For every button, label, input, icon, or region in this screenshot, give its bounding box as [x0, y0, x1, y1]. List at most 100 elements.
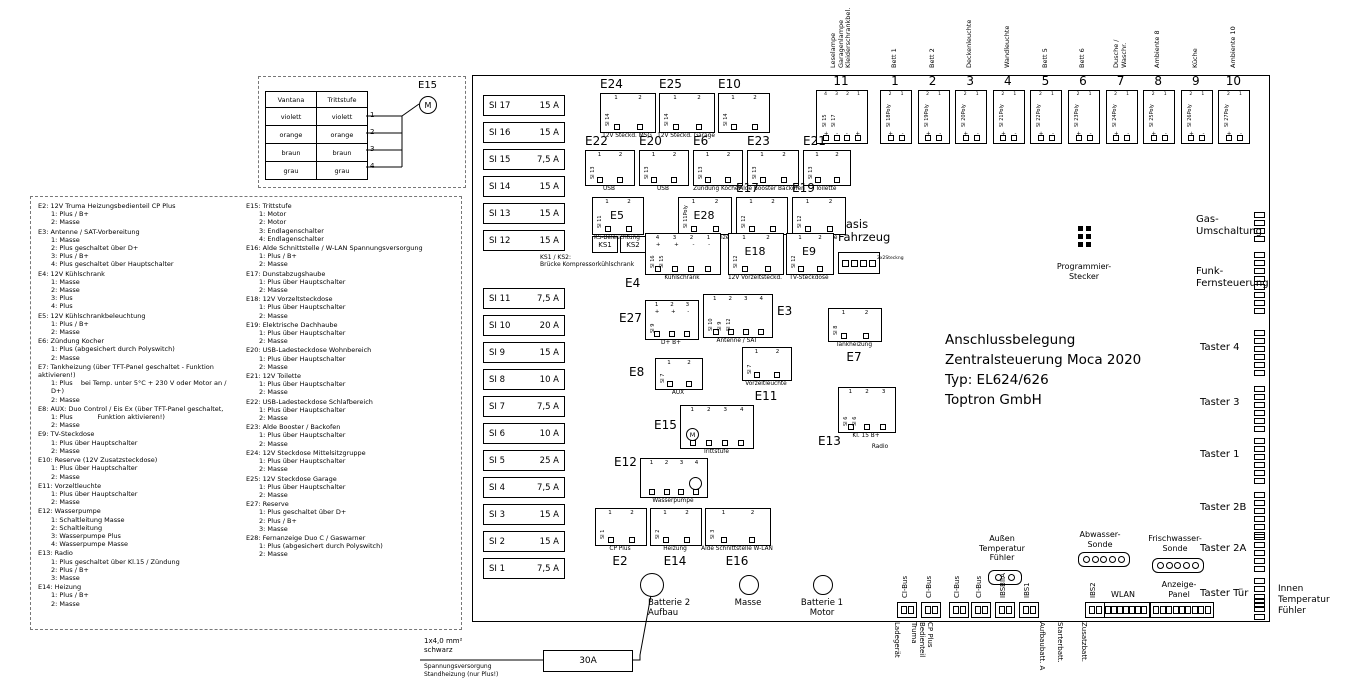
connector-label: E3 — [777, 304, 793, 318]
basis-connector — [838, 252, 880, 274]
terminal — [774, 372, 780, 378]
terminal-row — [833, 333, 877, 339]
polarity-mark: - — [687, 309, 690, 315]
terminal-row — [590, 177, 630, 183]
legend-pin-line: 4: Plus — [51, 302, 73, 311]
legend-pin-line: 2: Masse — [259, 439, 288, 448]
terminal — [841, 333, 847, 339]
lamp-output-number: 2 — [928, 74, 937, 88]
pin-number: 2 — [1151, 92, 1155, 97]
internal-fuse-label: SI 17 — [831, 114, 837, 127]
terminal-row — [960, 135, 982, 141]
motor-icon: M — [686, 428, 699, 441]
polarity-mark: - — [1089, 131, 1092, 137]
fuse-rating: 15 A — [539, 509, 559, 520]
legend-pin-line: 2: Masse — [259, 388, 288, 397]
pin-number: 1 — [1238, 92, 1242, 97]
terminal — [1048, 135, 1055, 141]
connector-caption: Alde Booster Backofen — [739, 186, 805, 192]
connector-caption: Zündung Kocher — [693, 186, 741, 192]
connector-label: E27 — [619, 311, 642, 325]
connector-caption: USB — [657, 186, 669, 192]
abwasser-line-1: Abwasser- — [1079, 530, 1121, 539]
internal-fuse-label: SI 22Poly — [1036, 104, 1043, 127]
terminal-row — [885, 135, 907, 141]
pin — [1254, 586, 1265, 592]
pin — [1254, 330, 1265, 336]
legend-pin-line: 2: Masse — [259, 465, 288, 474]
inside-temp-line-3: Fühler — [1278, 606, 1306, 616]
right-port-connector — [1254, 212, 1265, 242]
wlan-label: WLAN — [1110, 590, 1135, 599]
terminal — [1075, 135, 1082, 141]
terminal-row — [752, 177, 794, 183]
programming-header-label: Programmier- Stecker — [1052, 262, 1116, 281]
terminal — [706, 440, 712, 446]
right-port-connector — [1254, 578, 1265, 608]
terminal — [705, 177, 711, 183]
pin-number: 1 — [1050, 92, 1054, 97]
connector-label: E6 — [693, 134, 709, 148]
connector-label: E4 — [625, 276, 641, 290]
pin-number: 1 — [614, 95, 618, 101]
table-header-cell: Trittstufe — [316, 91, 368, 108]
pin — [1254, 362, 1265, 368]
internal-fuse-label: SI 27Poly — [1224, 104, 1231, 127]
inside-temp-line-2: Temperatur — [1278, 595, 1330, 605]
pin-number: 2 — [771, 199, 775, 205]
pin — [1117, 606, 1123, 614]
connector-caption: TV-Steckdose — [789, 275, 829, 281]
pin-number: 2 — [846, 92, 849, 97]
pin-number: 1 — [848, 389, 853, 395]
terminal — [844, 135, 851, 141]
internal-fuse-label: SI 23Poly — [1074, 104, 1080, 127]
legend-pin-line: 1: Plus (abgesichert durch Polyswitch) — [259, 542, 383, 551]
pin — [1086, 234, 1091, 239]
terminal — [880, 424, 886, 430]
terminal-row — [605, 124, 651, 130]
pin-number: 4 — [824, 92, 827, 97]
connector-label: E22 — [585, 134, 608, 148]
lamp-output-header: Bett 6 — [1078, 48, 1087, 68]
connector-caption: 12V Steckd. Garage — [657, 133, 715, 139]
pin-number: 4 — [655, 235, 660, 241]
legend-entry-title: E28: Fernanzeige Duo C / Gaswarner — [246, 533, 366, 542]
polarity-marks: ++- — [649, 309, 695, 315]
inside-temp-sensor-label: Innen Temperatur Fühler — [1278, 584, 1330, 617]
anzeige-panel-connector — [1150, 602, 1214, 618]
legend-box — [30, 196, 462, 630]
polarity-mark: + — [925, 131, 931, 137]
legend-pin-line: 1: Plus geschaltet über D+ — [259, 508, 347, 517]
lamp-output-header: Wandleuchte — [1003, 26, 1012, 68]
terminal — [604, 226, 611, 232]
outside-temp-line-3: Fühler — [989, 553, 1015, 562]
header-line: Bett 2 — [927, 48, 936, 68]
fuse-name: SI 10 — [489, 320, 511, 331]
pin — [1174, 562, 1182, 569]
pin-number: 2 — [726, 152, 731, 158]
legend-pin-line: 1: Plus über Hauptschalter — [259, 482, 346, 491]
ground-terminal — [739, 575, 759, 595]
terminal — [797, 266, 804, 272]
fuse-name: SI 16 — [489, 127, 511, 138]
legend-entry-title: E10: Reserve (12V Zusatzsteckdose) — [38, 456, 158, 465]
polarity-marks: +- — [1222, 131, 1246, 137]
pin — [1254, 300, 1265, 306]
pin — [1082, 556, 1090, 563]
pin — [1185, 606, 1192, 614]
